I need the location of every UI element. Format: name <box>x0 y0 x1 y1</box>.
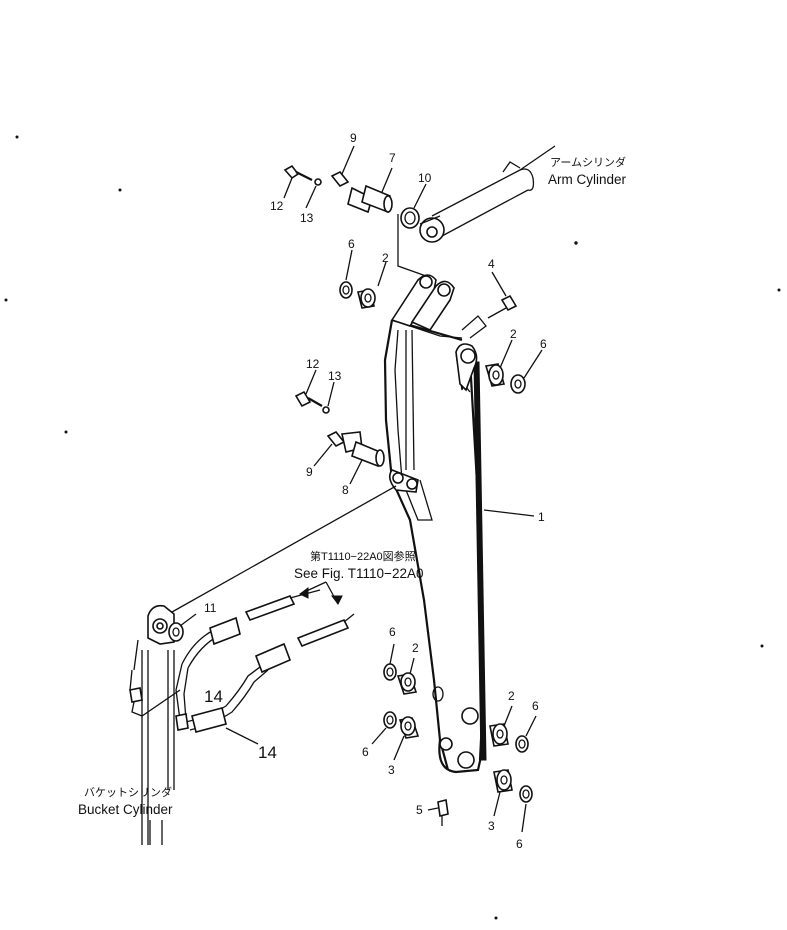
callout-2: 2 <box>412 641 419 655</box>
callout-14: 14 <box>204 687 223 706</box>
top-pin-assembly <box>283 164 427 277</box>
callout-6: 6 <box>532 699 539 713</box>
callout-9: 9 <box>306 465 313 479</box>
middle-pin-assembly <box>294 390 385 468</box>
bucket-cylinder-label-jp: バケットシリンダ <box>84 785 172 799</box>
arm-cylinder-rod <box>419 145 556 243</box>
callout-4: 4 <box>488 257 495 271</box>
callout-12: 12 <box>306 357 320 371</box>
arm-cylinder-label: Arm Cylinder <box>548 172 627 187</box>
callout-12: 12 <box>270 199 284 213</box>
top-left-bushings <box>339 281 376 309</box>
callout-2: 2 <box>508 689 515 703</box>
callout-13: 13 <box>300 211 314 225</box>
callout-3: 3 <box>388 763 395 777</box>
callout-7: 7 <box>389 151 396 165</box>
callout-numbers: 1 2 4 2 6 6 7 9 10 12 13 12 13 9 8 11 6 … <box>204 131 547 851</box>
see-fig-label: See Fig. T1110−22A0 <box>294 566 423 581</box>
bucket-cylinder-hoses <box>129 485 397 845</box>
callout-11: 11 <box>204 601 217 615</box>
callout-10: 10 <box>418 171 432 185</box>
callout-8: 8 <box>342 483 349 497</box>
callout-2: 2 <box>382 251 389 265</box>
callout-14: 14 <box>258 743 277 762</box>
callout-6: 6 <box>389 625 396 639</box>
callout-6: 6 <box>348 237 355 251</box>
arm-body <box>383 274 487 774</box>
see-fig-label-jp: 第T1110−22A0図参照 <box>310 549 416 563</box>
callout-5: 5 <box>416 803 423 817</box>
callout-leaders <box>179 145 543 833</box>
callout-2: 2 <box>510 327 517 341</box>
callout-3: 3 <box>488 819 495 833</box>
callout-6: 6 <box>540 337 547 351</box>
callout-9: 9 <box>350 131 357 145</box>
top-right-bushings <box>484 294 526 394</box>
callout-6: 6 <box>516 837 523 851</box>
arm-cylinder-label-jp: アームシリンダ <box>550 155 626 169</box>
callout-13: 13 <box>328 369 342 383</box>
scan-specks <box>4 135 781 920</box>
callout-6: 6 <box>362 745 369 759</box>
lower-bushings <box>383 663 533 826</box>
bucket-cylinder-label: Bucket Cylinder <box>78 802 173 817</box>
callout-1: 1 <box>538 510 545 524</box>
text-labels: アームシリンダ Arm Cylinder 第T1110−22A0図参照 See … <box>78 155 627 817</box>
